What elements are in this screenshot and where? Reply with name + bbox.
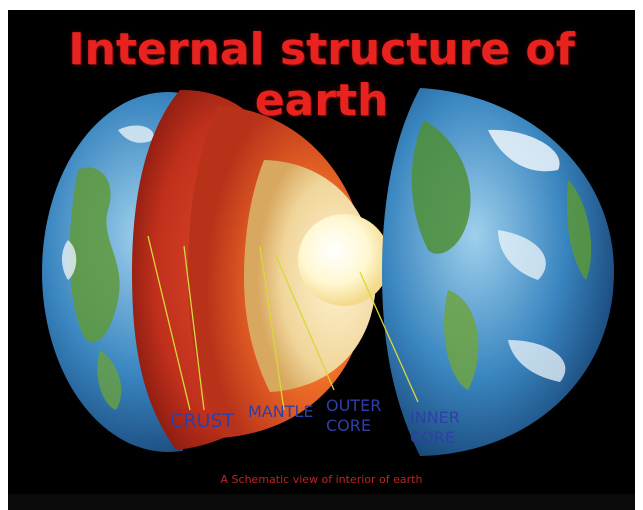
- crust-pointer-line: [147, 235, 191, 411]
- inner-core-label-line1: INNER: [410, 408, 460, 427]
- outer-core-label-line2: CORE: [326, 416, 371, 435]
- earth-cutaway-illustration: [42, 88, 614, 456]
- inner-core-sphere: [298, 214, 390, 306]
- crust-label: CRUST: [170, 410, 235, 432]
- inner-core-label-line2: CORE: [410, 428, 455, 447]
- mantle-label: MANTLE: [248, 402, 314, 421]
- crust-pointer-line-2: [183, 245, 205, 411]
- diagram-caption: A Schematic view of interior of earth: [220, 473, 423, 486]
- mantle-pointer-line: [259, 245, 285, 411]
- outer-core-pointer-line: [275, 255, 335, 391]
- diagram-frame: Internal structure of earth CRUST MANTLE…: [8, 10, 635, 510]
- inner-core-label: INNER CORE: [410, 408, 460, 448]
- inner-core-pointer-line: [359, 271, 419, 403]
- outer-core-label-line1: OUTER: [326, 396, 382, 415]
- diagram-title: Internal structure of earth: [68, 24, 575, 126]
- bottom-bar: [8, 494, 635, 510]
- outer-core-label: OUTER CORE: [326, 396, 381, 436]
- right-globe-half: [382, 88, 614, 456]
